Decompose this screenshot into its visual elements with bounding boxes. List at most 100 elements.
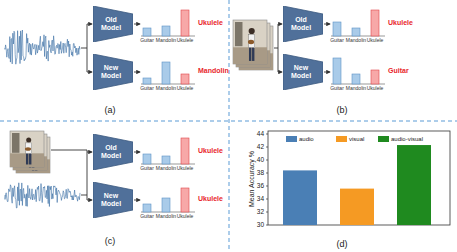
- legend-swatch: [286, 136, 297, 142]
- frame-window: [235, 22, 242, 46]
- flow-arrow: [134, 200, 140, 201]
- model-text-wrap: New Model: [93, 182, 133, 218]
- person-leg: [29, 154, 31, 165]
- flow-arrow: [134, 72, 140, 73]
- target-bar: [371, 70, 379, 84]
- prediction-label: Ukulele: [198, 147, 223, 154]
- person-leg: [249, 48, 251, 61]
- axis-tick: [266, 212, 268, 213]
- flow-arrow: [134, 24, 140, 25]
- trapezoid-fill: [93, 134, 133, 170]
- video-frame: [233, 20, 267, 64]
- class-label: Ukulele: [177, 38, 194, 43]
- target-bar: [181, 10, 189, 36]
- model-text-wrap: Old Model: [283, 6, 323, 42]
- class-label: Mandolin: [156, 214, 176, 219]
- tick-label: 42: [257, 144, 264, 151]
- flow-arrow: [87, 200, 92, 201]
- chart-frame: [268, 131, 450, 225]
- prediction-label: Ukulele: [198, 19, 223, 26]
- class-label: Mandolin: [156, 38, 176, 43]
- class-label: Ukulele: [177, 166, 194, 171]
- prediction-label: Guitar: [388, 67, 409, 74]
- model-trapezoid: Old Model: [283, 6, 323, 42]
- trapezoid-fill: [283, 54, 323, 90]
- model-trapezoid: New Model: [93, 182, 133, 218]
- score-bar: [162, 26, 170, 36]
- prediction-label: Ukulele: [198, 195, 223, 202]
- trapezoid-fill: [93, 6, 133, 42]
- flow-arrow: [278, 24, 282, 25]
- accuracy-bar: [340, 189, 374, 225]
- flow-arrow: [134, 152, 140, 153]
- model-label: New Model: [97, 64, 125, 79]
- tick-label: 36: [257, 183, 264, 190]
- flow-arrow: [324, 24, 330, 25]
- legend-text: visual: [349, 136, 364, 142]
- panel-label: (b): [337, 106, 348, 115]
- score-bar: [352, 28, 360, 36]
- class-label: Mandolin: [156, 86, 176, 91]
- flow-arrow: [324, 72, 330, 73]
- person-body: [26, 143, 32, 154]
- model-text-wrap: Old Model: [93, 134, 133, 170]
- frame-floor: [233, 47, 267, 64]
- flow-arrow: [87, 152, 92, 153]
- flow-arrow: [87, 72, 92, 73]
- tick-label: 40: [257, 157, 264, 164]
- class-label: Mandolin: [156, 166, 176, 171]
- class-label: Guitar: [140, 38, 154, 43]
- class-label: Guitar: [330, 86, 344, 91]
- tick-label: 34: [257, 196, 264, 203]
- score-bar: [143, 78, 151, 84]
- axis-tick: [266, 134, 268, 135]
- frame-window: [12, 133, 19, 153]
- prediction-label: Mandolin: [198, 67, 229, 74]
- person-head: [26, 137, 31, 142]
- model-label: New Model: [97, 192, 125, 207]
- model-text-wrap: New Model: [93, 54, 133, 90]
- score-bar: [162, 156, 170, 164]
- person-body: [249, 35, 255, 48]
- legend-text: audio: [299, 136, 314, 142]
- class-label: Guitar: [140, 166, 154, 171]
- class-label: Guitar: [330, 38, 344, 43]
- trapezoid-fill: [283, 6, 323, 42]
- score-bar: [352, 74, 360, 84]
- person-head: [249, 28, 255, 34]
- video-frame: [10, 131, 44, 167]
- flow-arrow: [278, 72, 282, 73]
- model-label: Old Model: [97, 16, 125, 31]
- panel-divider: [0, 121, 457, 122]
- legend-text: audio-visual: [391, 136, 423, 142]
- score-bar: [143, 204, 151, 212]
- score-bar: [333, 58, 341, 84]
- model-text-wrap: New Model: [283, 54, 323, 90]
- axis-tick: [266, 186, 268, 187]
- score-bar: [162, 198, 170, 212]
- audio-waveform: [5, 183, 80, 208]
- tick-label: 38: [257, 170, 264, 177]
- accuracy-bar: [397, 145, 431, 225]
- model-label: Old Model: [287, 16, 315, 31]
- model-text-wrap: Old Model: [93, 6, 133, 42]
- model-trapezoid: Old Model: [93, 134, 133, 170]
- legend-swatch: [336, 136, 347, 142]
- tick-label: 32: [257, 209, 264, 216]
- ukulele-icon: [25, 147, 31, 151]
- target-bar: [371, 10, 379, 36]
- frame-bg: [233, 20, 267, 64]
- axis-tick: [266, 160, 268, 161]
- class-label: Ukulele: [367, 86, 384, 91]
- target-bar: [181, 74, 189, 84]
- panel-label: (d): [337, 240, 348, 249]
- score-bar: [162, 62, 170, 84]
- class-label: Ukulele: [177, 214, 194, 219]
- frame-floor: [10, 153, 44, 167]
- target-bar: [181, 138, 189, 164]
- person-leg: [252, 48, 254, 61]
- model-trapezoid: Old Model: [93, 6, 133, 42]
- axis-tick: [266, 225, 268, 226]
- class-label: Mandolin: [346, 86, 366, 91]
